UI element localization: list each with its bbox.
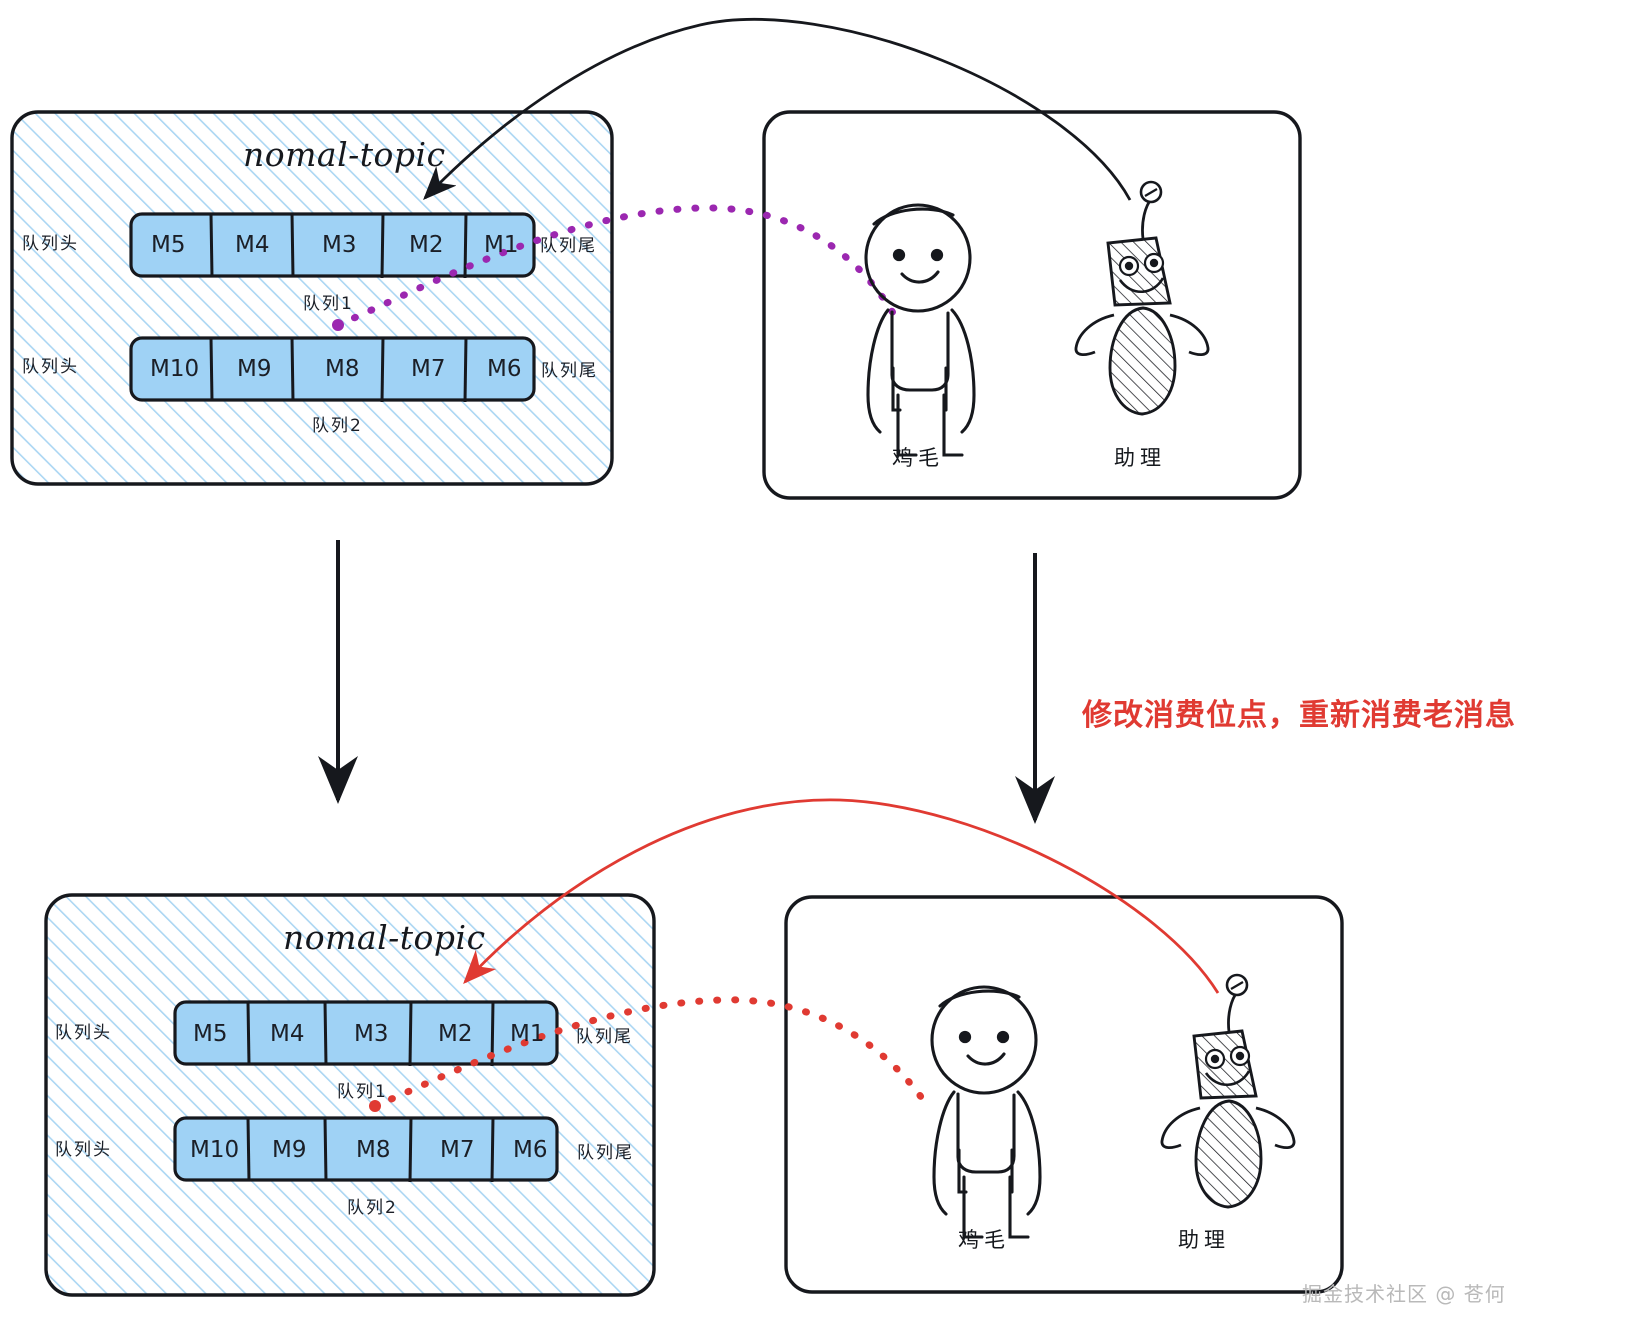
top-topic-box [10, 110, 614, 486]
bottom-human-figure [930, 985, 1042, 1239]
top-queue2-cells [129, 336, 536, 403]
top-publish-arrow [423, 17, 1132, 201]
bottom-consume-path [371, 996, 934, 1114]
top-consume-path [334, 204, 904, 329]
bottom-reset-arrow [463, 798, 1220, 994]
bottom-robot-figure [1160, 973, 1296, 1209]
top-queue1-cells [129, 212, 536, 279]
top-actor-box [762, 110, 1302, 500]
top-human-figure [864, 203, 976, 457]
bottom-queue1-cells [173, 1000, 559, 1067]
top-robot-figure [1074, 180, 1210, 416]
bottom-topic-box [44, 893, 656, 1297]
bottom-queue2-cells [173, 1116, 559, 1183]
bottom-actor-box [784, 895, 1344, 1294]
